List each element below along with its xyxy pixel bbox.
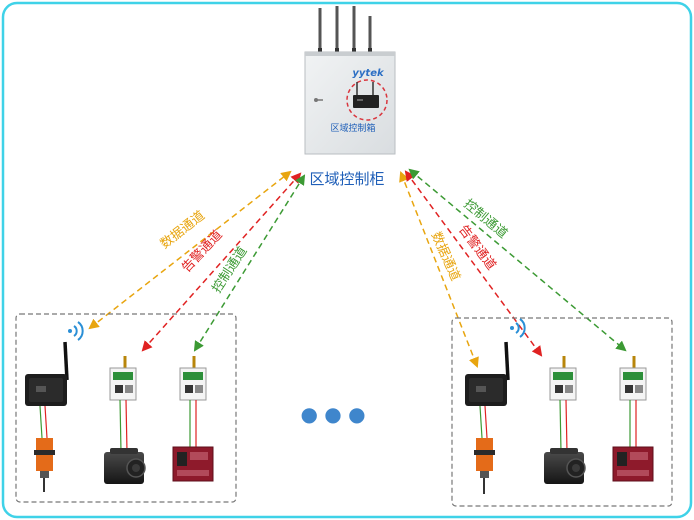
right-control-channel-arrow: [408, 168, 627, 352]
right-device-group: [451, 317, 673, 507]
left-alarm-module-icon: [109, 356, 137, 401]
cabinet-caption: 区域控制箱: [330, 122, 375, 134]
left-control-module-icon: [179, 356, 207, 401]
left-data-channel-arrow: [88, 170, 292, 330]
left-group-border: [15, 313, 237, 503]
ellipsis-dots: ● ● ●: [300, 402, 365, 426]
left-proximity-sensor-icon: [34, 438, 55, 492]
left-wifi-icon: [68, 321, 84, 341]
right-gateway-icon: [465, 341, 510, 406]
cabinet-label: 区域控制柜: [309, 170, 384, 188]
left-camera-icon: [104, 448, 146, 484]
right-camera-icon: [544, 448, 586, 484]
cabinet-box: [304, 51, 396, 155]
right-data-channel-label: 数据通道: [428, 230, 463, 284]
right-group-border: [451, 317, 673, 507]
left-relay-board-icon: [172, 446, 214, 482]
right-relay-board-icon: [612, 446, 654, 482]
left-gateway-icon: [25, 341, 69, 406]
right-control-module-icon: [619, 356, 647, 401]
left-control-channel-arrow: [193, 174, 306, 352]
router-highlight: [346, 79, 388, 121]
right-alarm-module-icon: [549, 356, 577, 401]
right-proximity-sensor-icon: [474, 438, 495, 494]
right-wifi-icon: [510, 318, 526, 338]
left-device-group: [15, 313, 237, 503]
cabinet-brand: yytek: [352, 68, 385, 79]
cabinet-router-icon: [353, 95, 379, 108]
left-alarm-channel-arrow: [141, 172, 302, 352]
control-cabinet: yytek 区域控制箱: [304, 6, 396, 155]
